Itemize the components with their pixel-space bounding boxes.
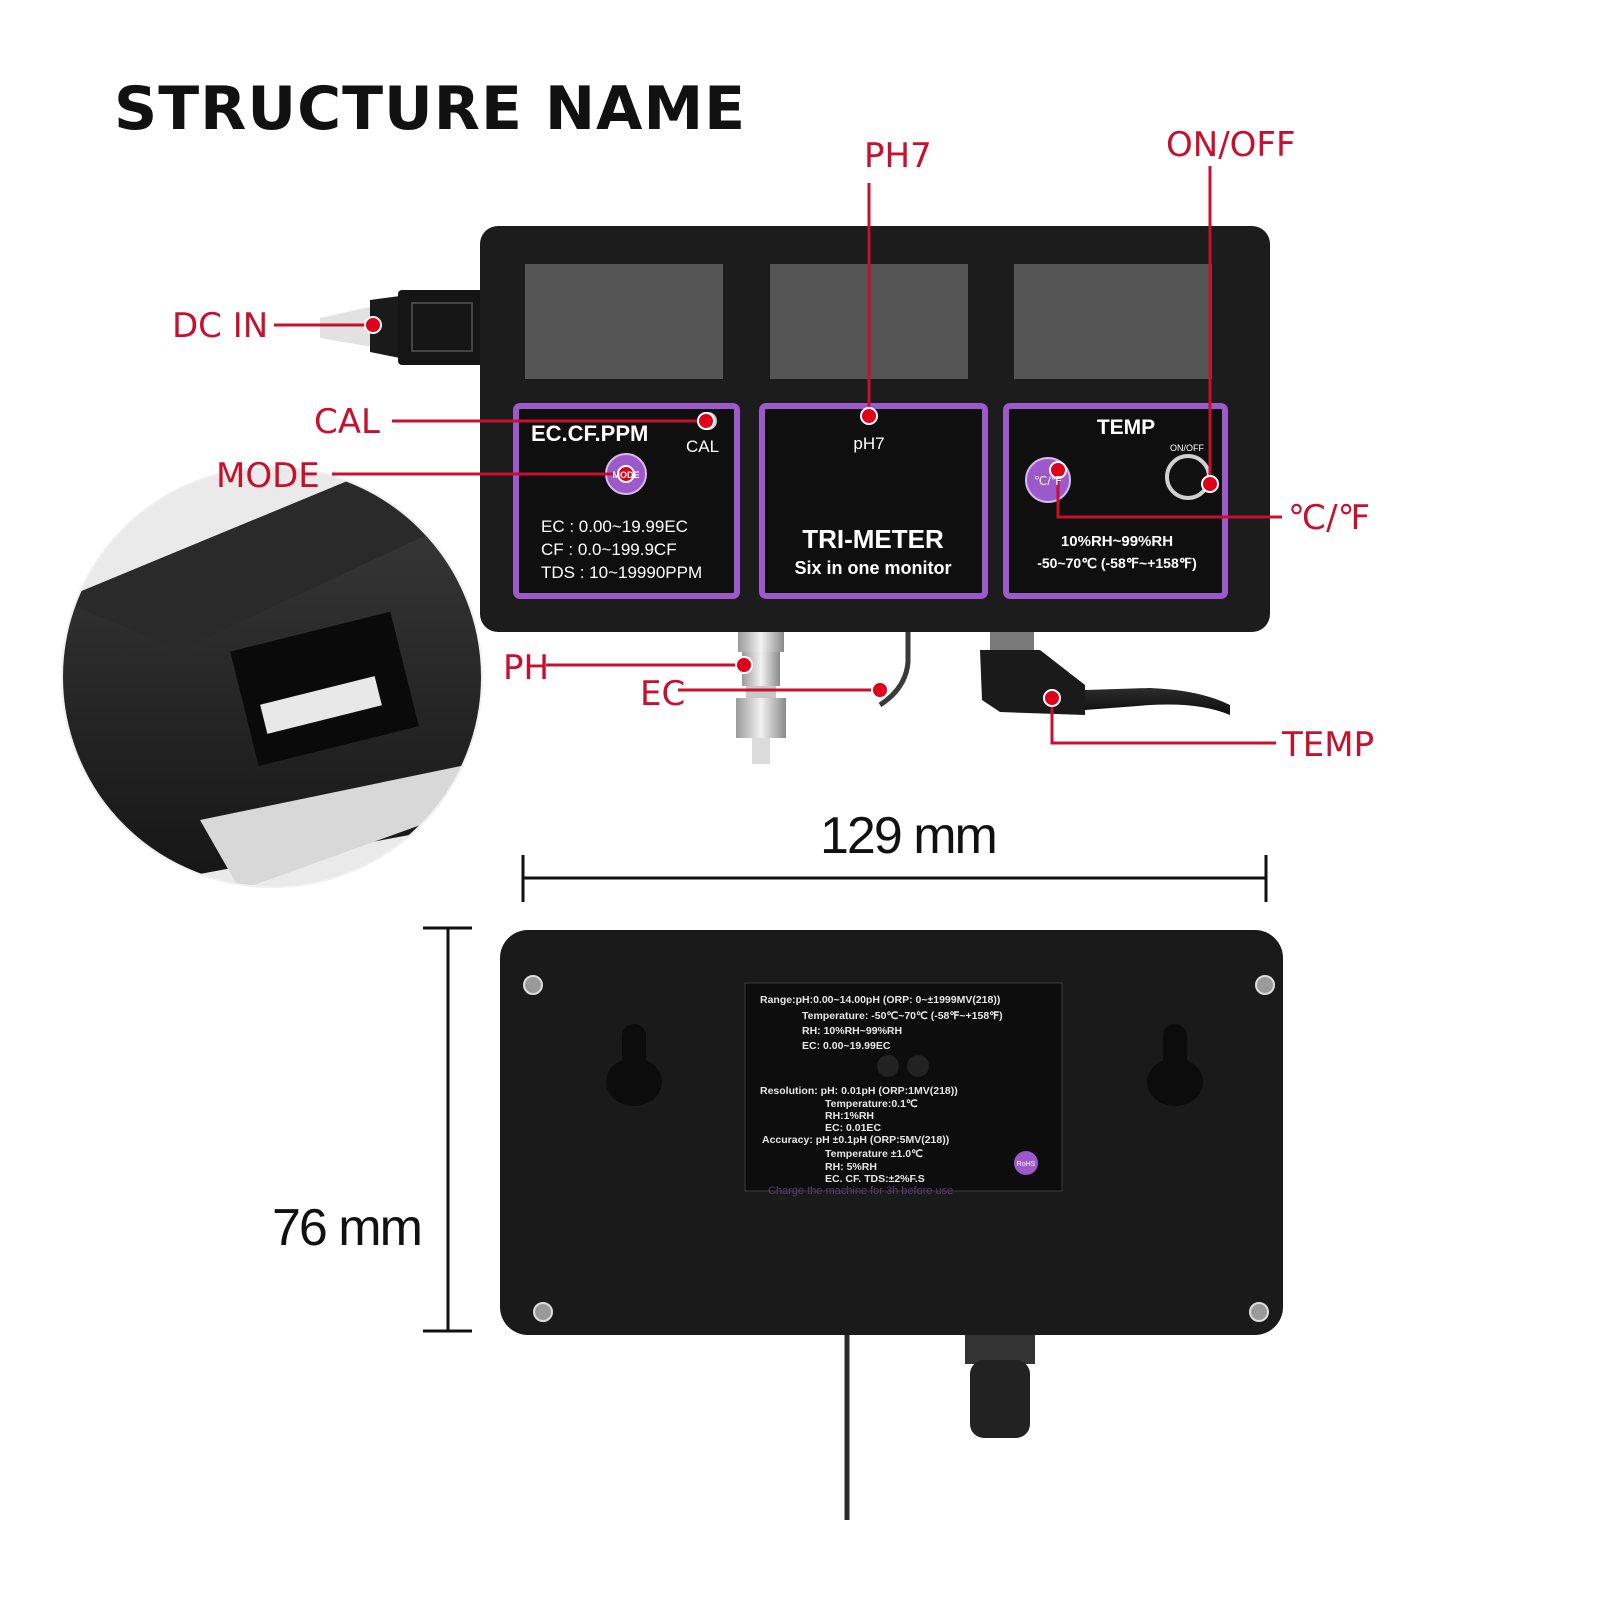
ph-panel xyxy=(759,403,988,599)
callout-c-f: ℃/℉ xyxy=(1288,498,1370,538)
callout-temp-probe: TEMP xyxy=(1282,725,1375,765)
ec-panel-title: EC.CF.PPM xyxy=(531,421,648,446)
cal-label: CAL xyxy=(686,437,719,456)
temp-probe-plug xyxy=(980,632,1230,715)
callout-dots xyxy=(364,316,1219,707)
dimension-height-line xyxy=(423,926,472,1333)
callout-lines xyxy=(274,166,1282,745)
cf-range: CF : 0.0~199.9CF xyxy=(541,540,677,559)
svg-text:EC: 0.00~19.99EC: EC: 0.00~19.99EC xyxy=(802,1040,891,1052)
temp-panel-title: TEMP xyxy=(1097,416,1155,439)
callout-ec: EC xyxy=(640,674,686,714)
callout-dc-in: DC IN xyxy=(172,306,269,346)
callout-mode: MODE xyxy=(216,456,320,496)
brand-name: TRI-METER xyxy=(802,524,944,554)
dimension-height-label: 76 mm xyxy=(272,1199,423,1257)
ec-cable xyxy=(878,632,911,708)
on-off-button[interactable] xyxy=(1165,454,1211,500)
spec-footer: Charge the machine for 3h before use xyxy=(768,1185,953,1197)
device-back xyxy=(500,930,1283,1520)
lcd-screen-ec xyxy=(525,264,723,379)
ph7-label: pH7 xyxy=(853,434,884,453)
callout-cal: CAL xyxy=(314,402,380,442)
svg-text:Accuracy: pH ±0.1pH (ORP:5MV(2: Accuracy: pH ±0.1pH (ORP:5MV(218)) xyxy=(762,1134,949,1146)
rh-range: 10%RH~99%RH xyxy=(1061,533,1173,550)
tds-range: TDS : 10~19990PPM xyxy=(541,563,702,582)
dimension-width-line xyxy=(521,855,1268,902)
callout-on-off: ON/OFF xyxy=(1166,125,1296,165)
spec-label: Range:pH:0.00~14.00pH (ORP: 0~±1999MV(21… xyxy=(760,994,1036,1197)
bnc-connector xyxy=(736,632,786,764)
svg-text:Temperature:0.1℃: Temperature:0.1℃ xyxy=(825,1098,918,1110)
on-off-label: ON/OFF xyxy=(1170,443,1204,453)
rohs-badge: RoHS xyxy=(1017,1161,1036,1168)
temp-range: -50~70℃ (-58℉~+158℉) xyxy=(1037,555,1197,571)
cf-button-label: ℃/℉ xyxy=(1034,474,1062,488)
svg-text:RH:1%RH: RH:1%RH xyxy=(825,1110,874,1122)
dimension-width-label: 129 mm xyxy=(820,807,998,865)
svg-text:RH: 5%RH: RH: 5%RH xyxy=(825,1161,877,1173)
callout-ph7: PH7 xyxy=(864,136,932,176)
lcd-screen-temp xyxy=(1014,264,1212,379)
svg-text:EC. CF. TDS:±2%F.S: EC. CF. TDS:±2%F.S xyxy=(825,1173,925,1185)
page-title: STRUCTURE NAME xyxy=(114,74,747,144)
svg-text:Range:pH:0.00~14.00pH (ORP: 0~: Range:pH:0.00~14.00pH (ORP: 0~±1999MV(21… xyxy=(760,994,1000,1006)
ec-panel xyxy=(513,403,740,599)
temp-panel xyxy=(1003,403,1228,599)
svg-text:Temperature: -50℃~70℃ (-58℉~+1: Temperature: -50℃~70℃ (-58℉~+158℉) xyxy=(802,1010,1003,1022)
svg-text:RH: 10%RH~99%RH: RH: 10%RH~99%RH xyxy=(802,1025,902,1037)
callout-ph: PH xyxy=(503,648,550,688)
mode-button-label: MODE xyxy=(613,470,640,480)
usb-cable xyxy=(320,290,486,365)
svg-text:EC: 0.01EC: EC: 0.01EC xyxy=(825,1122,881,1134)
usb-port-zoom xyxy=(62,467,482,887)
brand-tagline: Six in one monitor xyxy=(794,558,951,578)
svg-text:Temperature ±1.0℃: Temperature ±1.0℃ xyxy=(825,1148,923,1160)
svg-text:Resolution: pH: 0.01pH (ORP:1M: Resolution: pH: 0.01pH (ORP:1MV(218)) xyxy=(760,1085,958,1097)
ec-range: EC : 0.00~19.99EC xyxy=(541,517,688,536)
